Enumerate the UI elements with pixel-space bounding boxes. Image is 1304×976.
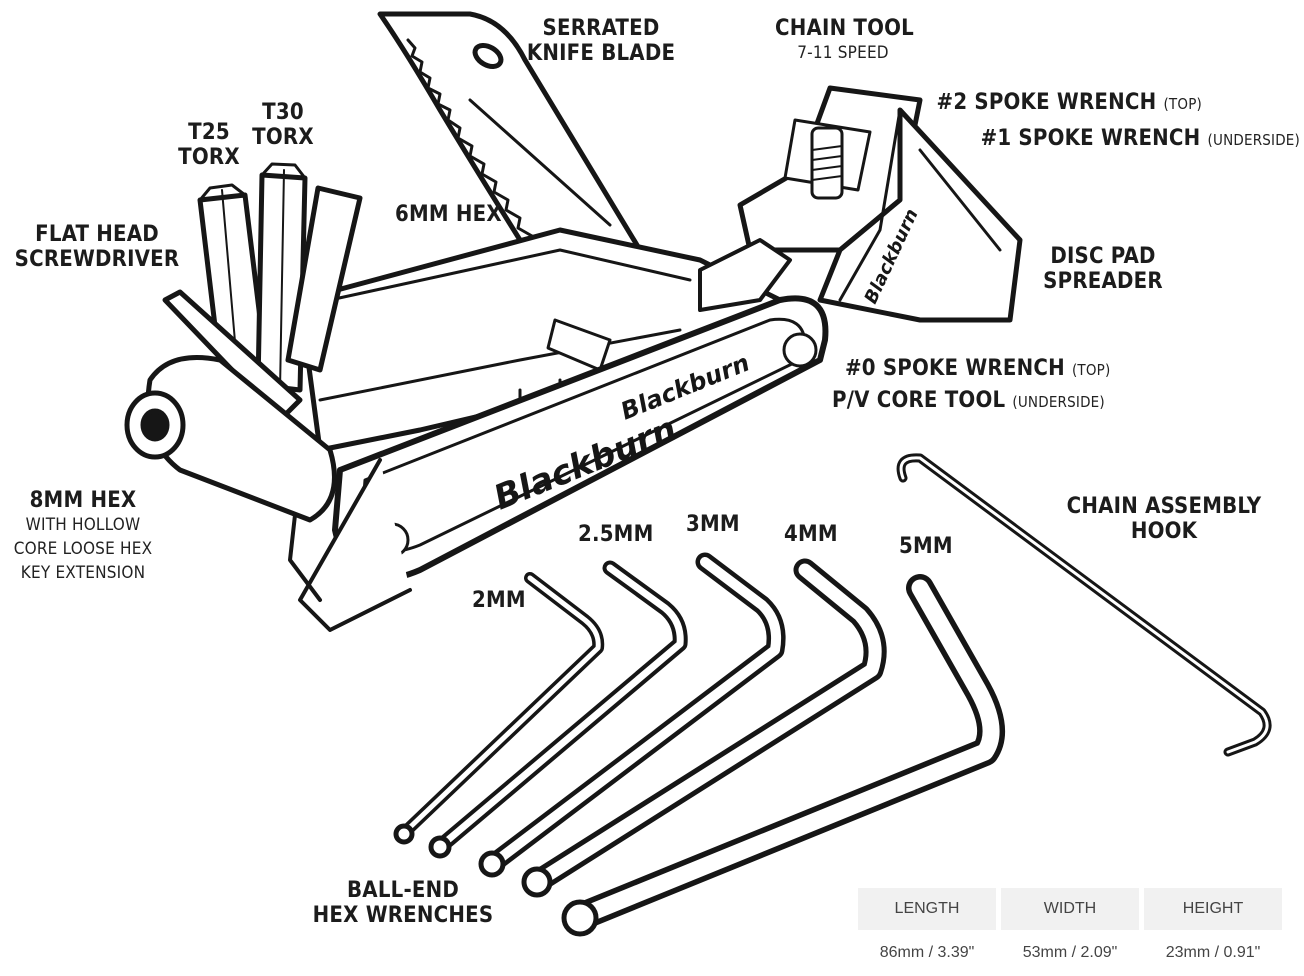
label-chain-assembly-hook: CHAIN ASSEMBLY HOOK (1066, 494, 1262, 544)
knife-blade (377, 11, 643, 303)
hex-8mm-barrel (124, 355, 337, 523)
label-spoke-wrench-1: #1 SPOKE WRENCH (UNDERSIDE) (980, 126, 1300, 151)
header-height: HEIGHT (1144, 888, 1282, 930)
label-8mm-hex: 8MM HEX WITH HOLLOW CORE LOOSE HEX KEY E… (13, 488, 153, 583)
label-wrench-3mm: 3MM (686, 512, 740, 537)
disc-pad-spreader (817, 107, 1023, 323)
label-t30-torx: T30 TORX (252, 100, 314, 150)
ball-end-5mm (561, 899, 599, 937)
value-length: 86mm / 3.39" (879, 944, 975, 961)
label-t25-torx: T25 TORX (178, 120, 240, 170)
hex-wrench-2mm-inner (402, 575, 601, 835)
label-pv-core-tool: P/V CORE TOOL (UNDERSIDE) (832, 388, 1105, 413)
label-chain-tool: CHAIN TOOL 7-11 SPEED (775, 16, 914, 63)
label-serrated-knife-blade: SERRATED KNIFE BLADE (526, 16, 676, 66)
tool-side-plate (288, 295, 829, 632)
ball-end-2-5mm (428, 835, 452, 859)
label-wrench-2mm: 2MM (472, 588, 526, 613)
dimensions-table: LENGTH WIDTH HEIGHT 86mm / 3.39" 53mm / … (858, 884, 1282, 976)
ball-end-2mm (393, 823, 415, 845)
label-ball-end-hex-wrenches: BALL-END HEX WRENCHES (312, 878, 494, 928)
label-wrench-2-5mm: 2.5MM (578, 522, 654, 547)
dimensions-header-row: LENGTH WIDTH HEIGHT (858, 884, 1282, 930)
chain-tool (698, 85, 923, 312)
ball-end-4mm (521, 866, 553, 898)
label-wrench-4mm: 4MM (784, 522, 838, 547)
value-width: 53mm / 2.09" (1022, 944, 1118, 961)
header-width: WIDTH (1001, 888, 1139, 930)
label-spoke-wrench-2: #2 SPOKE WRENCH (TOP) (936, 90, 1202, 115)
header-length: LENGTH (858, 888, 996, 930)
value-height: 23mm / 0.91" (1165, 944, 1261, 961)
label-6mm-hex: 6MM HEX (395, 202, 502, 227)
label-flat-head-screwdriver: FLAT HEAD SCREWDRIVER (14, 222, 180, 272)
label-disc-pad-spreader: DISC PAD SPREADER (1043, 244, 1163, 294)
label-spoke-wrench-0: #0 SPOKE WRENCH (TOP) (845, 356, 1111, 381)
label-wrench-5mm: 5MM (899, 534, 953, 559)
ball-end-3mm (478, 850, 506, 878)
